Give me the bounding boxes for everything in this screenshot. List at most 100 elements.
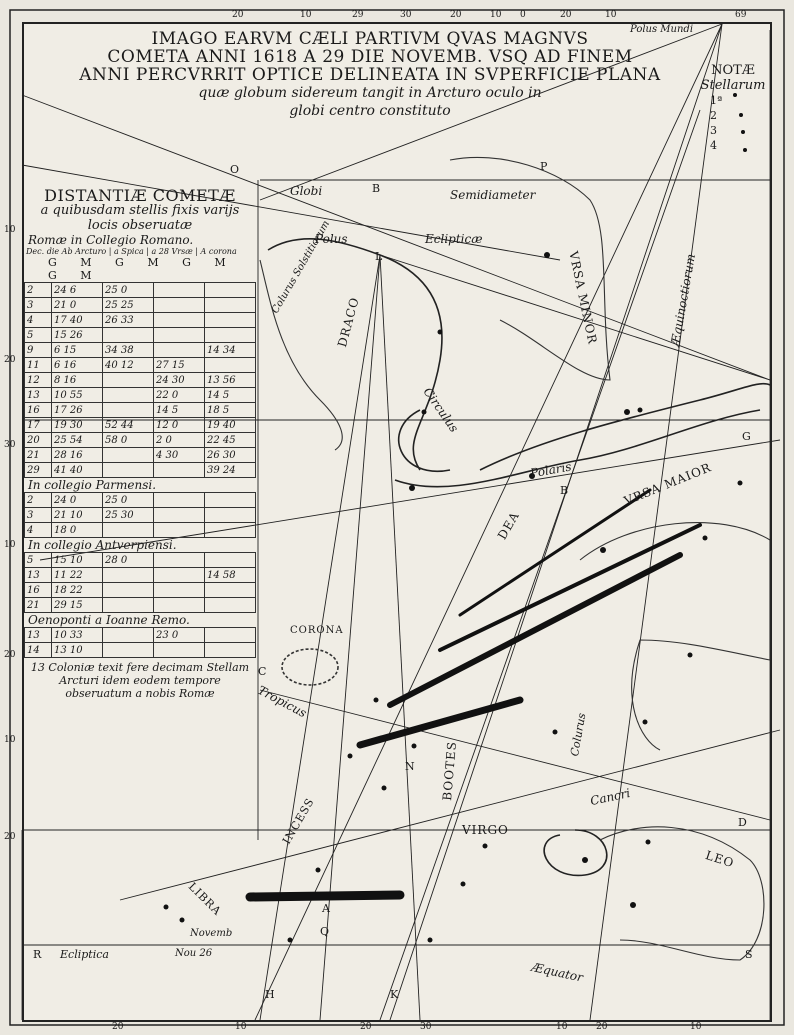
day-cell: 2 [24,492,52,508]
table-heading: DISTANTIÆ COMETÆ a quibusdam stellis fix… [24,188,256,234]
distance-cell: 25 0 [102,492,154,508]
legend-row: 1ª [710,94,723,107]
note-text: Coloniæ texit fere decimam Stellam Arctu… [48,661,250,700]
distance-cell: 25 30 [102,507,154,523]
table-subtitle-1: a quibusdam stellis fixis varijs [40,203,240,218]
distance-cell: 39 24 [204,462,256,478]
distance-cell [204,297,256,313]
letter-p: P [540,160,548,173]
distance-cell [204,492,256,508]
distance-cell: 52 44 [102,417,154,433]
college-romano-heading: Romæ in Collegio Romano. [28,233,194,247]
map-title: IMAGO EARVM CÆLI PARTIVM QVAS MAGNVS COM… [30,30,710,120]
letter-k: K [390,988,399,1001]
day-cell: 2 [24,282,52,298]
label-globi: Globi [290,184,323,198]
distance-cell [153,642,205,658]
letter-b-mid: B [560,484,569,497]
edge-number-left: 20 [4,355,16,365]
distance-cell: 27 15 [153,357,205,373]
letter-d: D [738,816,747,829]
distance-cell: 22 0 [153,387,205,403]
title-line-1: IMAGO EARVM CÆLI PARTIVM QVAS MAGNVS [151,29,589,49]
edge-number-left: 20 [4,650,16,660]
distance-cell: 6 15 [51,342,103,358]
distance-cell [102,642,154,658]
label-polus-mundi: Polus Mundi [630,24,694,35]
day-cell: 9 [24,342,52,358]
distance-cell: 26 33 [102,312,154,328]
distance-cell: 28 0 [102,552,154,568]
edge-number-bottom: 10 [235,1022,247,1032]
distance-cell: 19 30 [51,417,103,433]
distance-cell: 17 26 [51,402,103,418]
distance-cell [153,282,205,298]
edge-number-bottom: 20 [112,1022,124,1032]
distance-cell: 10 33 [51,627,103,643]
distance-cell [153,312,205,328]
distance-cell [102,447,154,463]
distance-cell: 17 40 [51,312,103,328]
distance-cell: 11 22 [51,567,103,583]
distance-cell [102,582,154,598]
distance-cell: 25 0 [102,282,154,298]
note-day: 13 [30,661,45,674]
edge-number-bottom: 30 [420,1022,432,1032]
letter-b-top: B [372,182,381,195]
edge-number-top: 69 [735,10,747,20]
letter-q: Q [320,925,330,938]
edge-number-bottom: 10 [690,1022,702,1032]
day-cell: 20 [24,432,52,448]
day-cell: 12 [24,372,52,388]
degree-minute-header: G M G M G M G M [48,256,236,282]
day-cell: 16 [24,402,52,418]
letter-l: L [375,250,383,263]
distance-cell: 22 45 [204,432,256,448]
distance-cell [153,462,205,478]
title-line-4: quæ globum sidereum tangit in Arcturo oc… [198,85,542,101]
distance-cell: 18 0 [51,522,103,538]
letter-a: A [322,902,330,915]
edge-number-top: 30 [400,10,412,20]
title-line-2: COMETA ANNI 1618 A 29 DIE NOVEMB. VSQ AD… [107,47,633,67]
distance-cell: 13 56 [204,372,256,388]
distance-cell [204,642,256,658]
distance-cell [204,312,256,328]
label-eclipticae: Eclipticæ [425,232,483,246]
letter-r: R [33,948,42,961]
distance-cell: 14 5 [204,387,256,403]
distance-cell: 15 10 [51,552,103,568]
distance-cell: 24 0 [51,492,103,508]
edge-number-bottom: 20 [596,1022,608,1032]
edge-number-top: 29 [352,10,364,20]
distance-cell [204,357,256,373]
edge-number-top: 20 [560,10,572,20]
coloniae-note: 13 Coloniæ texit fere decimam Stellam Ar… [24,658,256,703]
distance-cell: 58 0 [102,432,154,448]
letter-s: S [745,948,753,961]
day-cell: 14 [24,642,52,658]
distance-table: DISTANTIÆ COMETÆ a quibusdam stellis fix… [24,188,256,828]
distance-cell [153,507,205,523]
edge-number-bottom: 10 [556,1022,568,1032]
distance-cell [153,597,205,613]
distance-cell [204,552,256,568]
star-legend: NOTÆ Stellarum 1ª 2 3 4 [696,63,770,153]
letter-n: N [405,760,415,773]
distance-cell: 26 30 [204,447,256,463]
distance-cell [204,507,256,523]
distance-cell: 28 16 [51,447,103,463]
